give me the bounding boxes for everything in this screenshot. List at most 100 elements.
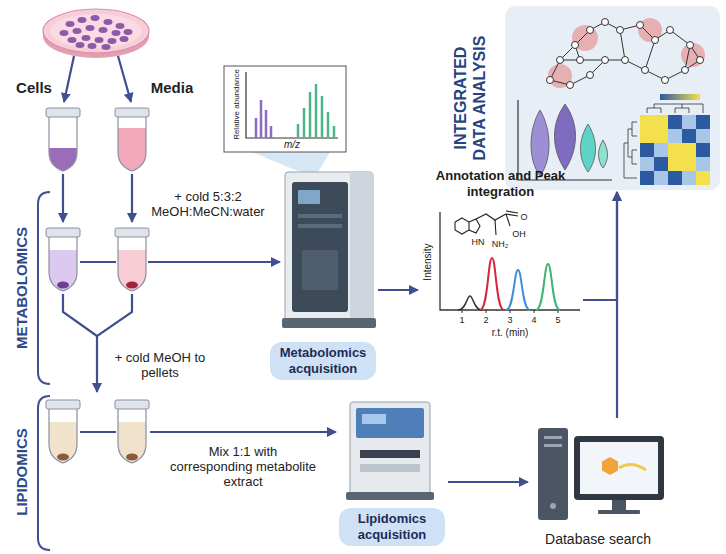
petri-dish-part-part	[120, 36, 129, 42]
petri-dish-part-part	[124, 29, 133, 35]
spectrum-inset-part	[298, 84, 334, 138]
analysis-panel-art-part-part	[682, 143, 696, 157]
mass-spectrometer-part	[298, 224, 342, 228]
analysis-panel-art-part-part	[550, 22, 700, 85]
analysis-panel-art-part-part	[640, 157, 654, 171]
chromatogram	[440, 211, 580, 313]
analysis-panel-art-part-part	[642, 67, 649, 74]
analysis-panel-art-part	[554, 104, 575, 170]
analysis-panel-art-part	[505, 6, 720, 190]
sample-tube-part	[118, 408, 146, 463]
sample-tube	[46, 228, 80, 291]
analysis-panel-art-part	[548, 18, 705, 88]
analysis-panel-art-part-part	[645, 40, 655, 70]
flow-arrow	[378, 289, 418, 291]
spectrum-inset	[224, 66, 346, 172]
sample-tube-part	[49, 236, 77, 291]
analysis-panel-art-part-part	[577, 57, 584, 64]
analysis-panel-art-part-part	[654, 157, 668, 171]
flow-arrow-part	[148, 261, 280, 263]
chromatogram-part-part	[495, 220, 496, 235]
computer-part	[580, 442, 658, 494]
analysis-panel-art-part-part	[587, 27, 594, 34]
petri-dish-part-part	[91, 15, 100, 21]
computer-part	[602, 457, 618, 475]
mass-spectrometer-part	[350, 172, 373, 322]
analysis-panel-art-part-part	[640, 143, 654, 157]
axis-label: Relative abundance	[232, 64, 241, 144]
analysis-panel-art-part-part	[602, 19, 609, 26]
chromatogram-part-part	[506, 214, 510, 226]
sample-tube-part	[46, 108, 80, 117]
analysis-panel-art-part	[547, 19, 704, 89]
spectrum-inset-part-part	[315, 84, 318, 138]
flow-arrow	[616, 192, 618, 418]
petri-dish-part-part	[82, 35, 91, 41]
chromatogram-part-part	[534, 310, 535, 313]
step-note: Mix 1:1 with corresponding metabolite ex…	[168, 444, 318, 489]
sample-tube-part	[118, 236, 146, 291]
analysis-panel-art-part-part	[687, 42, 694, 49]
chromatogram-part-part	[476, 214, 506, 220]
analysis-panel-art-part	[599, 140, 608, 168]
flow-arrow	[583, 192, 617, 300]
analysis-panel-art-part-part	[622, 57, 629, 64]
lc-ms-instrument-part	[360, 464, 420, 472]
instrument-node: Metabolomics acquisition	[268, 160, 378, 382]
atom-label: O	[519, 212, 529, 223]
analysis-panel-art-part	[624, 122, 637, 178]
analysis-panel-art-part-part	[654, 143, 668, 157]
sample-tube-part	[115, 108, 149, 117]
chromatogram-part-part	[506, 211, 518, 213]
flow-arrow-part	[131, 174, 133, 222]
analysis-panel-art-part-part	[668, 129, 682, 143]
petri-dish-part	[43, 9, 149, 53]
computer-node: Database search	[528, 418, 668, 550]
sample-tube	[46, 108, 80, 171]
petri-dish-part-part	[108, 38, 117, 44]
analysis-panel-art-part-part	[682, 129, 696, 143]
sample-tube-part	[115, 228, 149, 237]
lc-ms-instrument	[346, 402, 434, 500]
analysis-panel-art-part-part	[682, 157, 696, 171]
chromatogram-part	[455, 211, 518, 235]
petri-dish-part-part	[102, 44, 111, 50]
petri-dish-part	[60, 15, 133, 50]
analysis-panel-art-part-part	[654, 171, 668, 185]
flow-arrow-part	[62, 174, 64, 222]
spectrum-inset-part-part	[309, 92, 312, 138]
mass-spectrometer-part	[285, 172, 373, 322]
spectrum-inset-part-part	[255, 118, 258, 138]
analysis-panel-art-part-part	[547, 77, 554, 84]
spectrum-inset-part	[256, 100, 271, 138]
sample-tube-part	[126, 454, 138, 461]
atom-label: NH₂	[490, 239, 510, 250]
petri-dish-part-part	[99, 27, 108, 33]
flow-arrow-part	[64, 56, 74, 102]
lc-ms-instrument-part	[362, 414, 386, 424]
flow-arrow-part	[150, 431, 336, 433]
spectrum-inset-part-part	[297, 124, 300, 138]
petri-dish-part-part	[116, 23, 125, 29]
mass-spectrometer-part	[298, 190, 320, 204]
petri-dish-part-part	[104, 19, 113, 25]
node-label: Database search	[545, 531, 651, 548]
flow-arrow-part	[118, 56, 131, 102]
lc-ms-instrument-part	[360, 450, 420, 458]
sample-tube-part	[118, 236, 146, 291]
mass-spectrometer-part	[282, 318, 376, 328]
analysis-panel-art-part-part	[696, 171, 710, 185]
chromatogram-part-part	[506, 214, 518, 216]
spectrum-inset-part-part	[265, 110, 268, 138]
spectrum-inset-part-part	[333, 126, 336, 138]
analysis-panel-art-part-part	[682, 171, 696, 185]
computer-part	[574, 436, 664, 500]
sample-tube-part	[49, 408, 77, 463]
sample-tube	[115, 108, 149, 171]
bracket-part	[38, 396, 50, 550]
analysis-panel-art-part-part	[567, 82, 574, 89]
section-label: METABOLOMICS	[13, 203, 31, 373]
analysis-panel-art-part-part	[668, 143, 682, 157]
petri-dish-part	[50, 14, 142, 48]
analysis-panel-art-part-part	[640, 171, 654, 185]
